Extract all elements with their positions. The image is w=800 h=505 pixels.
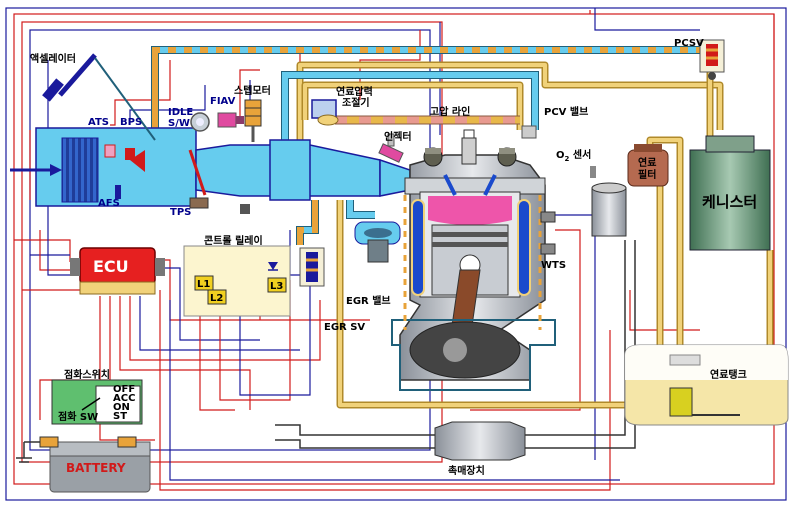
egr-sv — [300, 248, 324, 286]
idle-switch — [191, 113, 209, 131]
label-step-motor: 스텝모터 — [234, 84, 271, 97]
label-egr-valve: EGR 밸브 — [346, 294, 391, 307]
label-ignition-sw: 점화 SW — [58, 411, 98, 423]
label-fuel-filter: 연료 — [638, 156, 656, 169]
label-o2-sensor: O2 센서 — [556, 148, 591, 163]
label-ecu: ECU — [93, 257, 129, 276]
label-fuel-pressure-regulator-2: 조절기 — [342, 96, 370, 109]
fuel-pressure-regulator — [312, 100, 338, 125]
engine-block — [392, 155, 555, 390]
label-pcv-valve: PCV 밸브 — [544, 105, 588, 118]
combustion-chamber — [428, 196, 512, 225]
label-afs: AFS — [98, 198, 120, 209]
label-fuel-filter-2: 필터 — [638, 168, 656, 181]
label-control-relay: 콘트롤 릴레이 — [204, 234, 263, 247]
label-ignition-switch: 점화스위치 — [64, 368, 110, 381]
label-tps: TPS — [170, 207, 191, 218]
label-ats: ATS — [88, 117, 109, 128]
air-intake — [10, 128, 410, 206]
label-high-pressure-line: 고압 라인 — [430, 105, 470, 118]
label-injector: 인젝터 — [384, 130, 412, 143]
label-relay-l3: L3 — [270, 281, 283, 292]
catalytic-converter — [435, 422, 525, 460]
air-filter-icon — [62, 138, 98, 202]
tps — [190, 198, 250, 214]
label-egr-sv: EGR SV — [324, 322, 365, 333]
label-canister: 케니스터 — [702, 193, 757, 211]
exhaust-muffler — [592, 183, 626, 236]
label-fuel-tank: 연료탱크 — [710, 368, 747, 381]
label-wts: WTS — [541, 260, 566, 271]
label-fiav: FIAV — [210, 96, 236, 107]
pcv-valve — [522, 126, 536, 138]
label-idle: IDLE — [168, 107, 193, 118]
fuel-tank — [625, 345, 788, 425]
label-relay-l1: L1 — [197, 279, 210, 290]
egr-valve — [355, 222, 400, 262]
o2-sensor — [590, 166, 596, 178]
label-accelerator: 액셀레이터 — [30, 52, 76, 65]
label-relay-l2: L2 — [210, 293, 223, 304]
label-fuel-pressure-regulator: 연료압력 — [336, 85, 373, 98]
spark-plug-icon — [462, 138, 476, 164]
label-bps: BPS — [120, 117, 142, 128]
label-idle-sw: S/W — [168, 118, 190, 129]
label-pcsv: PCSV — [674, 38, 704, 49]
step-motor — [245, 100, 261, 142]
label-sw-st: ST — [113, 411, 127, 422]
label-battery: BATTERY — [66, 461, 126, 475]
label-catalytic-converter: 촉매장치 — [448, 464, 485, 477]
